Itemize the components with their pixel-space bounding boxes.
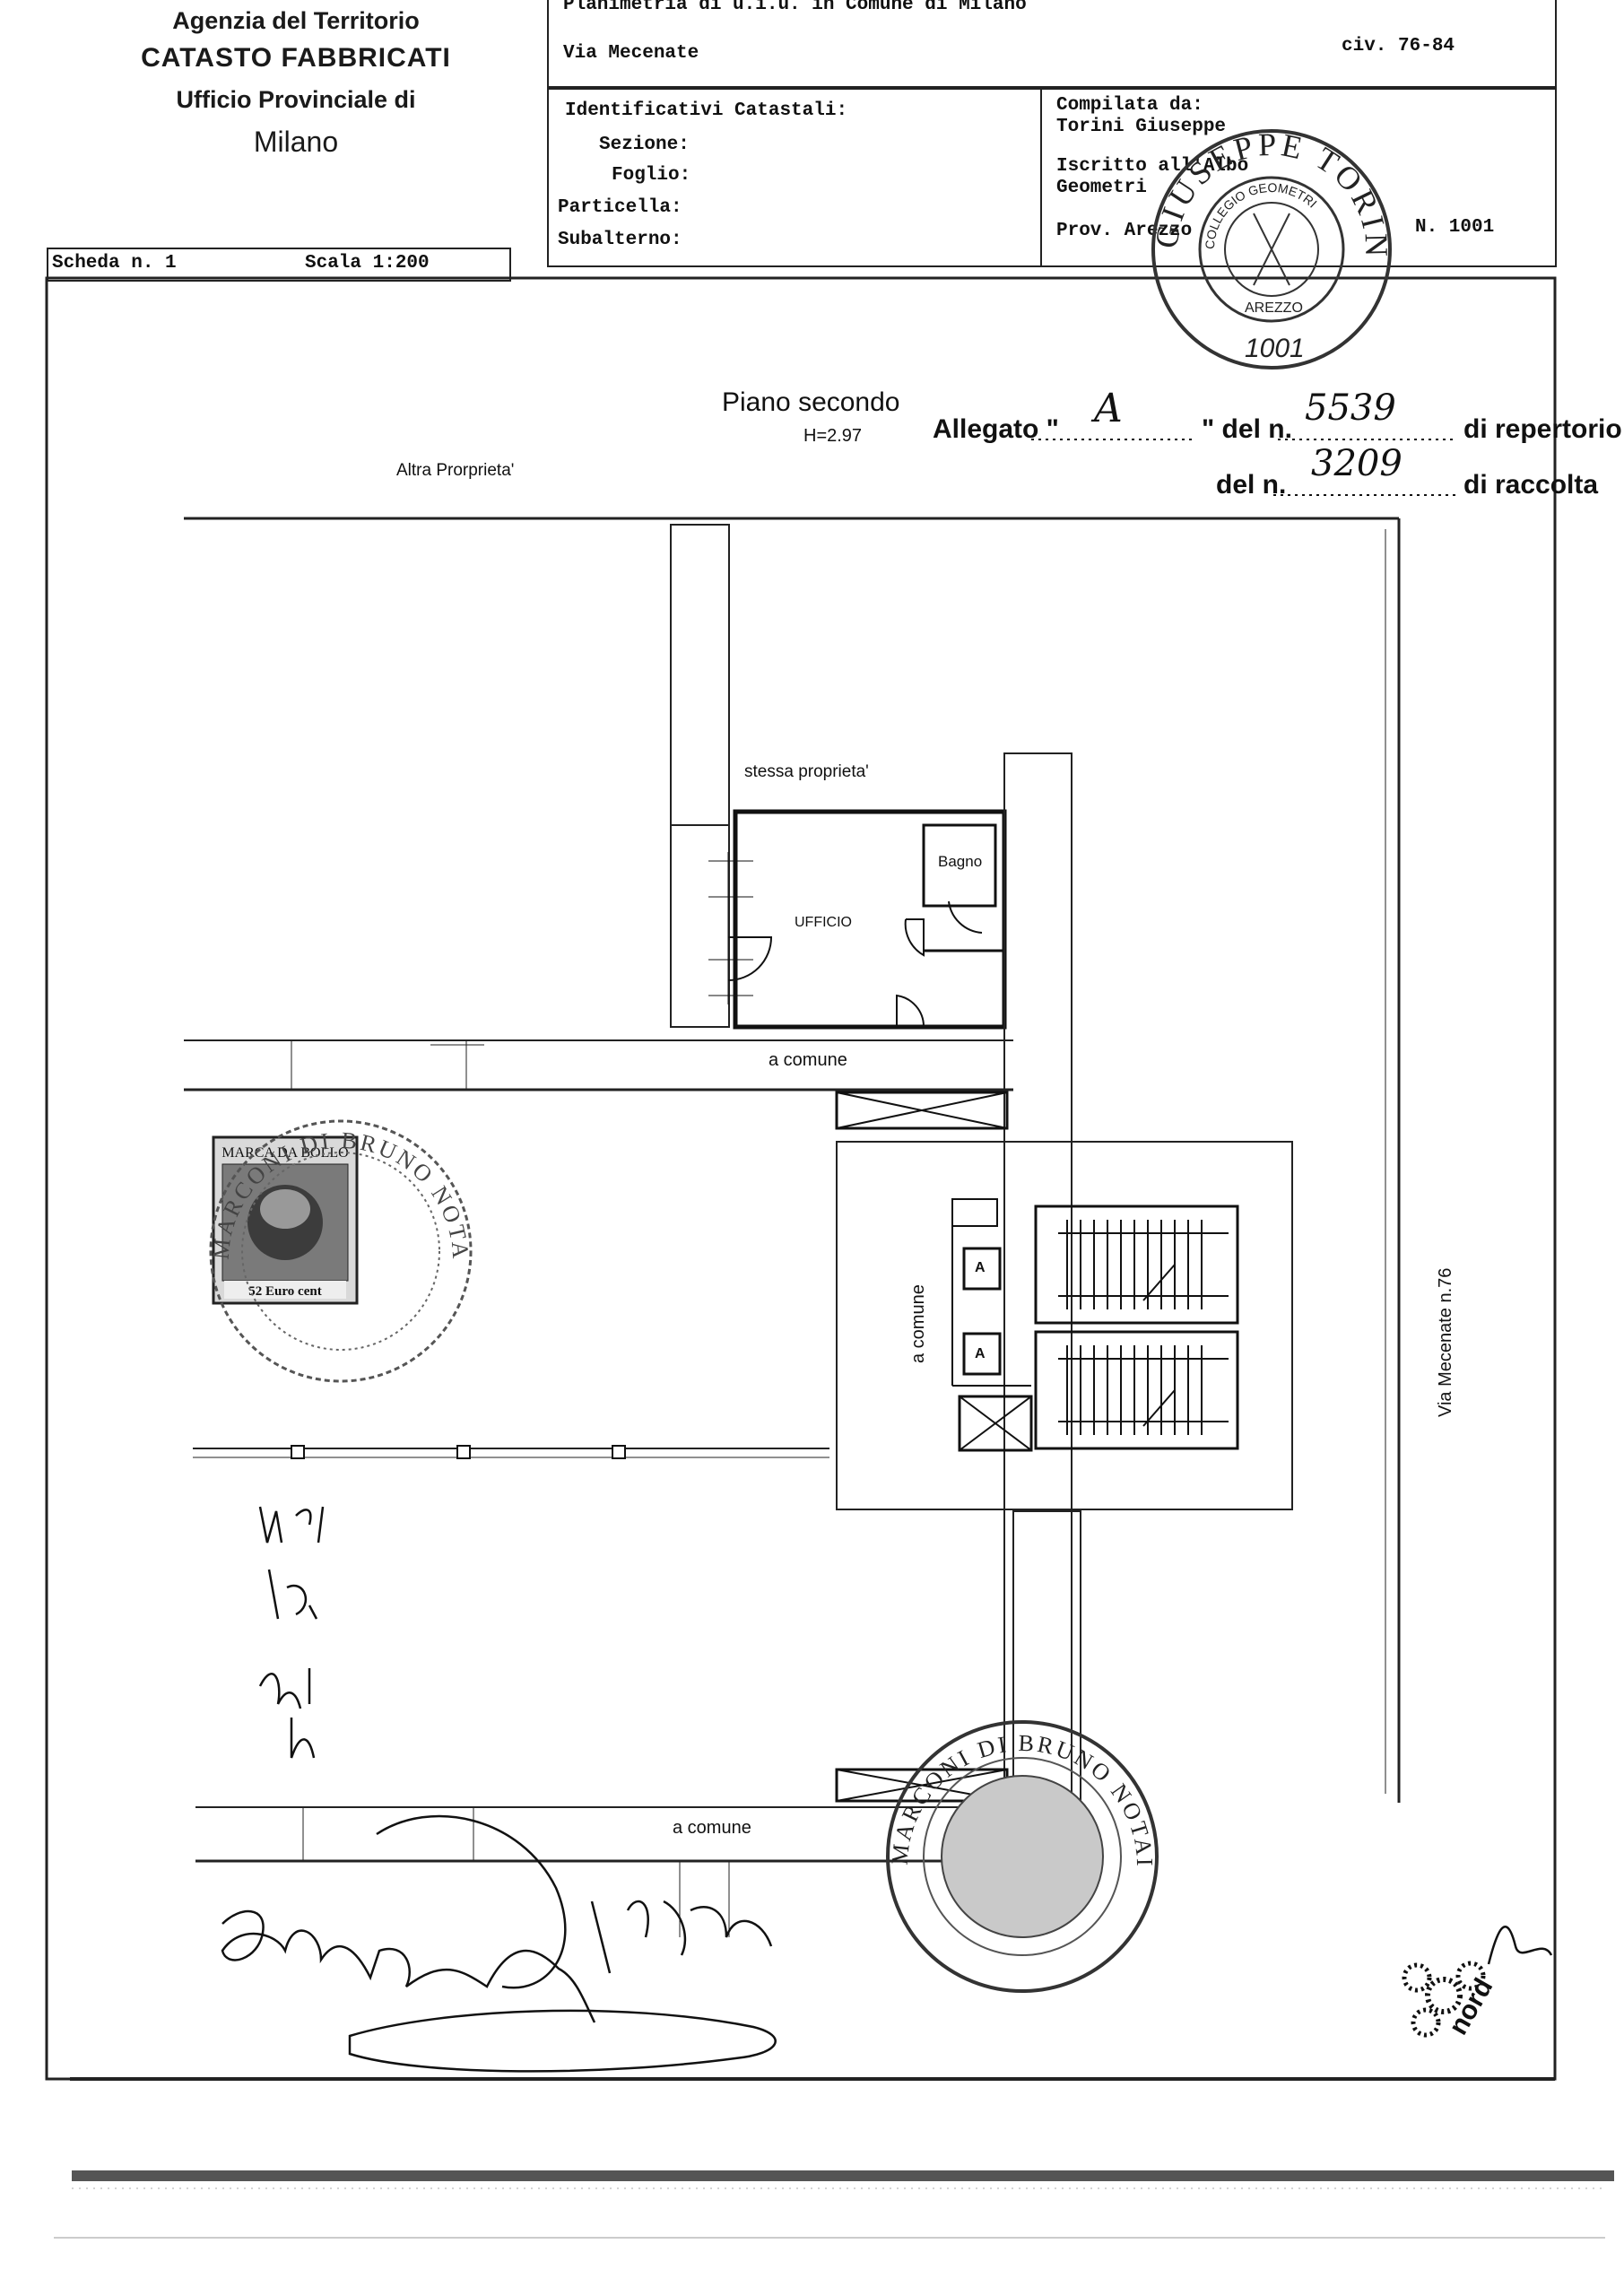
left-wall-block <box>670 524 730 1028</box>
door-arc-1 <box>727 936 773 981</box>
scan-band <box>72 2170 1614 2181</box>
lift-1 <box>962 1247 1002 1291</box>
register-number: N. 1001 <box>1415 217 1495 238</box>
bathroom-room <box>922 823 997 908</box>
particella-label: Particella: <box>558 197 682 218</box>
allegato-mid: " del n. <box>1202 414 1292 444</box>
revenue-stamp-title: MARCA DA BOLLO <box>221 1145 348 1161</box>
info-divider <box>1040 90 1042 265</box>
agency-name: Agenzia del Territorio <box>172 7 420 34</box>
initial-4 <box>290 1718 316 1759</box>
notary-stamp-2: MARCONI DI BRUNO NOTAIO IN MILANO <box>886 1720 1159 1993</box>
stair-flight-1 <box>1034 1205 1239 1325</box>
scheda-box <box>47 248 511 282</box>
register-name: Geometri <box>1056 178 1147 198</box>
subalterno-label: Subalterno: <box>558 230 682 250</box>
initial-2 <box>267 1569 318 1620</box>
shaft-box-1 <box>835 1091 1009 1130</box>
north-label: nord <box>1443 1973 1498 2039</box>
common-area-label-vertical: a comune <box>908 1284 928 1363</box>
common-area-label-2: a comune <box>673 1818 751 1838</box>
geometri-stamp-number: 1001 <box>1245 334 1305 363</box>
repertorio-number: 5539 <box>1305 387 1396 429</box>
stair-core <box>836 1141 1293 1510</box>
north-scribble <box>1487 1925 1553 1965</box>
scheda-scale: Scala 1:200 <box>305 253 430 274</box>
lift-label-1: A <box>975 1260 986 1275</box>
signature-flourish <box>348 2009 777 2073</box>
geometri-stamp-city: AREZZO <box>1245 300 1303 316</box>
compiled-by-label: Compilata da: <box>1056 95 1203 116</box>
core-column-bottom <box>1012 1510 1081 1822</box>
allegato-annotation: Allegato " A " del n. 5539 di repertorio… <box>933 386 1622 500</box>
street-name: Via Mecenate <box>563 43 699 64</box>
office-label: UFFICIO <box>795 915 852 930</box>
registered-label: Iscritto all'Albo <box>1056 156 1249 177</box>
floor-label: Piano secondo <box>722 387 900 417</box>
plan-title: Planimetria di u.i.u. in Comune di Milan… <box>563 0 1027 15</box>
office-room <box>733 809 1007 1030</box>
initial-3 <box>258 1668 311 1709</box>
scheda-number: Scheda n. 1 <box>52 253 177 274</box>
agency-city: Milano <box>253 126 339 158</box>
lift-label-2: A <box>975 1346 986 1361</box>
revenue-stamp: MARCA DA BOLLO 52 Euro cent <box>212 1135 359 1305</box>
height-label: H=2.97 <box>803 426 862 446</box>
stair-flight-2 <box>1034 1330 1239 1450</box>
agency-department: CATASTO FABBRICATI <box>141 43 451 73</box>
title-box <box>547 0 1557 88</box>
repertorio-suffix: di repertorio <box>1463 414 1622 444</box>
door-arc-4 <box>896 994 925 1028</box>
allegato-prefix: Allegato " <box>933 414 1059 444</box>
same-property-label: stessa proprieta' <box>744 762 869 781</box>
compiler-name: Torini Giuseppe <box>1056 117 1227 137</box>
core-column-top <box>1003 752 1073 1817</box>
raccolta-number: 3209 <box>1311 443 1403 484</box>
door-arc-3 <box>948 900 983 934</box>
other-property-label: Altra Prorprieta' <box>396 461 514 480</box>
agency-office: Ufficio Provinciale di <box>176 86 416 113</box>
main-signature <box>221 1814 773 2023</box>
stair-treads <box>1058 1220 1229 1435</box>
door-arc-2 <box>904 918 925 957</box>
geometri-stamp: GIUSEPPE TORINI COLLEGIO GEOMETRI AREZZO… <box>1148 126 1392 370</box>
civic-number: civ. 76-84 <box>1342 36 1455 57</box>
allegato-letter: A <box>1090 386 1123 431</box>
lift-2 <box>962 1332 1002 1376</box>
bathroom-label: Bagno <box>938 853 982 870</box>
raccolta-suffix: di raccolta <box>1463 470 1598 500</box>
revenue-stamp-value: 52 Euro cent <box>248 1284 321 1299</box>
province-label: Prov. Arezzo <box>1056 221 1193 241</box>
identifiers-heading: Identificativi Catastali: <box>565 100 848 121</box>
sezione-label: Sezione: <box>599 135 690 155</box>
shaft-box-3 <box>958 1395 1033 1452</box>
initial-1 <box>258 1506 325 1544</box>
signatures <box>221 1506 1553 2073</box>
common-area-label-1: a comune <box>769 1050 847 1070</box>
foglio-label: Foglio: <box>612 165 691 186</box>
street-label: Via Mecenate n.76 <box>1436 1268 1455 1417</box>
north-arrow: nord <box>1402 1961 1498 2040</box>
info-box <box>547 88 1557 267</box>
